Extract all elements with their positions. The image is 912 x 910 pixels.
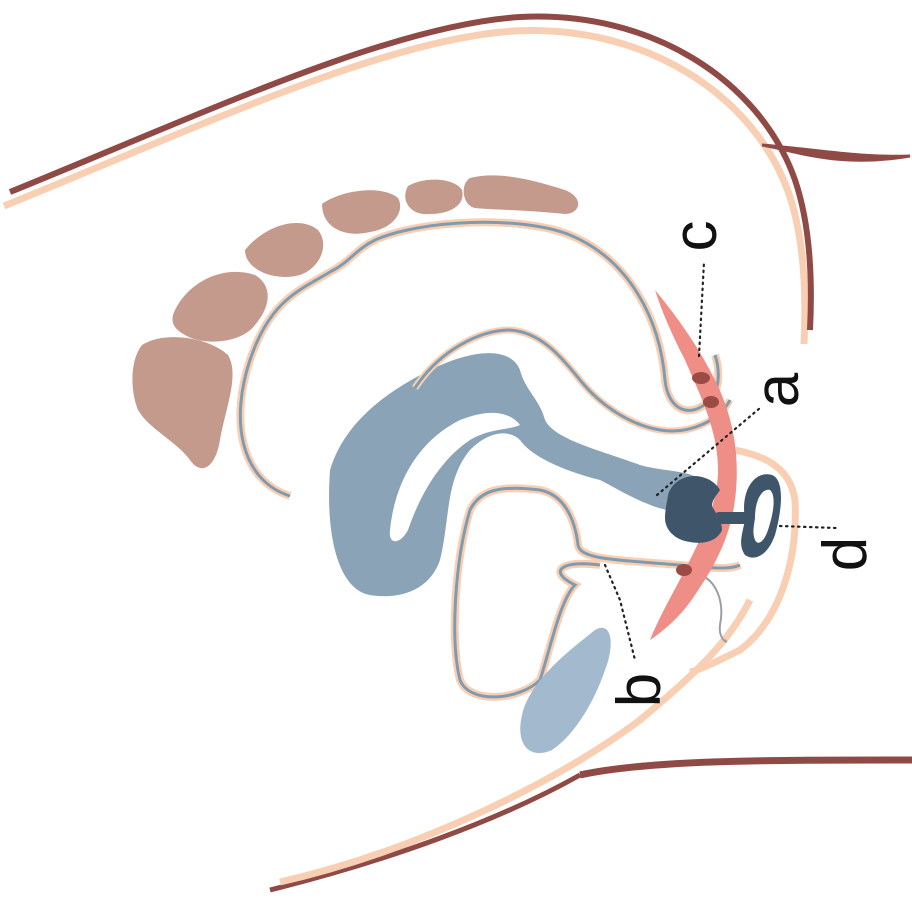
vertebra-4 xyxy=(245,223,323,277)
muscle-node-lower xyxy=(676,564,692,576)
vertebra-2 xyxy=(405,180,462,215)
label-c: c xyxy=(661,221,730,252)
muscle-node-mid xyxy=(703,396,719,408)
pubic-symphysis xyxy=(520,628,610,753)
vertebra-5 xyxy=(172,272,267,342)
back-skin-outline xyxy=(4,17,910,344)
muscle-node-upper xyxy=(692,372,710,384)
leader-c xyxy=(699,262,704,356)
label-d: d xyxy=(811,537,880,571)
vertebra-1 xyxy=(464,175,579,214)
vertebra-3 xyxy=(322,190,400,233)
label-a: a xyxy=(743,372,812,407)
leader-d xyxy=(780,526,836,528)
label-b: b xyxy=(605,673,674,707)
vertebra-6 xyxy=(132,337,232,468)
